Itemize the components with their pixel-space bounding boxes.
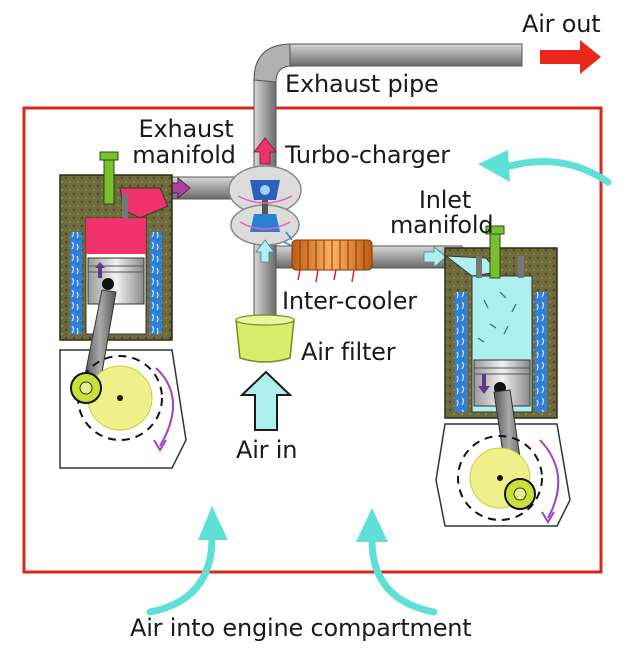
air-in-arrow (239, 370, 293, 431)
air-filter (235, 314, 295, 363)
inlet-manifold-label-line2: manifold (390, 211, 494, 239)
air-in-label: Air in (236, 436, 298, 464)
exhaust-pipe-label: Exhaust pipe (285, 70, 439, 98)
air-into-engine-compartment-label: Air into engine compartment (130, 614, 472, 642)
exhaust-up-arrow (253, 137, 277, 165)
crankcase-exhaust-engine (59, 289, 187, 469)
exhaust-manifold-label-line2: manifold (132, 141, 236, 169)
inlet-manifold-label-line1: Inlet (418, 186, 472, 214)
air-filter-label: Air filter (301, 338, 396, 366)
inlet-manifold-arrow (423, 246, 447, 268)
engine-cylinder-intake (444, 225, 558, 419)
intake-up-arrow (255, 239, 275, 263)
air-out-arrow (540, 40, 601, 74)
air-flow-arrow-bottom-left (146, 506, 228, 616)
air-out-label: Air out (522, 10, 601, 38)
crankcase-intake-engine (435, 389, 571, 527)
exhaust-pipe (253, 43, 523, 179)
engine-compartment-border (22, 106, 603, 574)
air-flow-arrow-right (478, 150, 612, 186)
inter-cooler-label: Inter-cooler (282, 287, 417, 315)
exhaust-manifold-label-line1: Exhaust (138, 115, 234, 143)
inter-cooler (283, 231, 373, 283)
air-flow-arrow-bottom-right (356, 508, 438, 616)
engine-cylinder-exhaust (59, 151, 173, 341)
turbo-charger (228, 165, 302, 246)
turbo-charger-label: Turbo-charger (285, 141, 450, 169)
